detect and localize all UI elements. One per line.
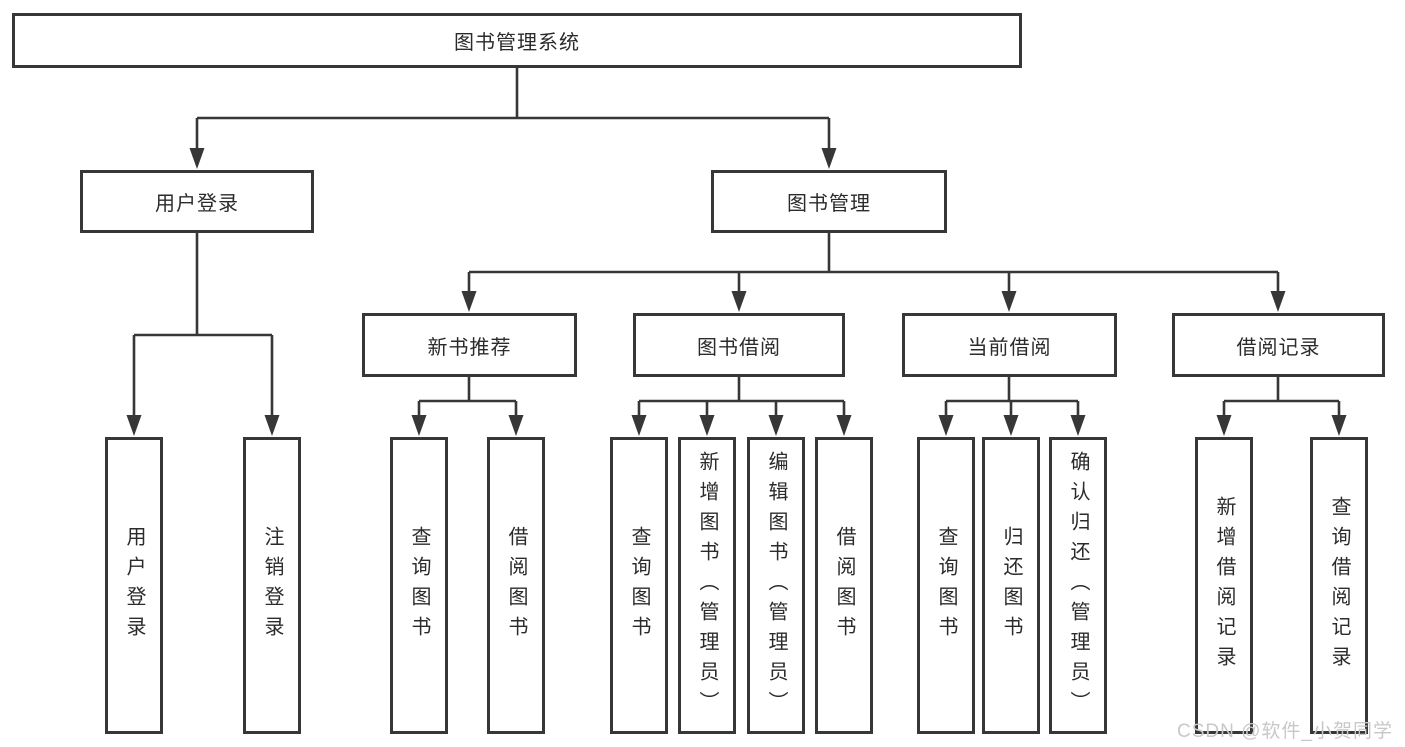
csdn-watermark: CSDN @软件_小贺同学 bbox=[1177, 721, 1393, 742]
connector-book-mgmt-to-level3 bbox=[461, 233, 1286, 312]
leaf-borrowing-add-books-admin-label: 新增图书（管理员） bbox=[696, 450, 718, 721]
leaf-newbook-borrow-books: 借阅图书 bbox=[487, 437, 545, 734]
leaf-records-add-borrow-record-label: 新增借阅记录 bbox=[1213, 495, 1235, 676]
node-book-management: 图书管理 bbox=[711, 170, 947, 233]
leaf-current-query-books: 查询图书 bbox=[917, 437, 975, 734]
leaf-records-query-borrow-record: 查询借阅记录 bbox=[1310, 437, 1368, 734]
leaf-borrowing-borrow-books: 借阅图书 bbox=[815, 437, 873, 734]
connector-current-borrow-to-leaves bbox=[938, 377, 1086, 436]
leaf-borrowing-add-books-admin: 新增图书（管理员） bbox=[678, 437, 736, 734]
leaf-logout-label: 注销登录 bbox=[261, 525, 283, 646]
leaf-borrowing-borrow-books-label: 借阅图书 bbox=[833, 525, 855, 646]
connector-user-login-to-leaves bbox=[126, 233, 280, 436]
leaf-newbook-query-books-label: 查询图书 bbox=[408, 525, 430, 646]
leaf-newbook-borrow-books-label: 借阅图书 bbox=[505, 525, 527, 646]
connector-new-book-to-leaves bbox=[411, 377, 524, 436]
node-book-borrowing-label: 图书借阅 bbox=[697, 336, 781, 359]
leaf-newbook-query-books: 查询图书 bbox=[390, 437, 448, 734]
node-book-management-label: 图书管理 bbox=[787, 193, 871, 215]
node-borrowing-records-label: 借阅记录 bbox=[1236, 336, 1321, 359]
leaf-user-login-label: 用户登录 bbox=[123, 525, 145, 646]
leaf-current-return-books: 归还图书 bbox=[982, 437, 1040, 734]
leaf-borrowing-query-books-label: 查询图书 bbox=[628, 525, 650, 646]
connector-root-to-level2 bbox=[189, 68, 837, 169]
node-root: 图书管理系统 bbox=[12, 13, 1022, 68]
node-user-login: 用户登录 bbox=[80, 170, 314, 233]
node-borrowing-records: 借阅记录 bbox=[1172, 313, 1385, 377]
leaf-logout: 注销登录 bbox=[243, 437, 301, 734]
leaf-current-confirm-return-admin: 确认归还（管理员） bbox=[1049, 437, 1107, 734]
leaf-user-login: 用户登录 bbox=[105, 437, 163, 734]
leaf-current-return-books-label: 归还图书 bbox=[1000, 525, 1022, 646]
leaf-borrowing-edit-books-admin-label: 编辑图书（管理员） bbox=[765, 450, 787, 721]
leaf-records-query-borrow-record-label: 查询借阅记录 bbox=[1328, 495, 1350, 676]
connector-book-borrow-to-leaves bbox=[631, 377, 852, 436]
node-user-login-label: 用户登录 bbox=[155, 193, 239, 215]
node-new-book-recommendation-label: 新书推荐 bbox=[427, 336, 512, 359]
node-current-borrowing: 当前借阅 bbox=[902, 313, 1117, 377]
node-new-book-recommendation: 新书推荐 bbox=[362, 313, 577, 377]
node-book-borrowing: 图书借阅 bbox=[633, 313, 845, 377]
leaf-current-confirm-return-admin-label: 确认归还（管理员） bbox=[1067, 450, 1089, 721]
node-root-label: 图书管理系统 bbox=[454, 32, 580, 54]
leaf-borrowing-query-books: 查询图书 bbox=[610, 437, 668, 734]
node-current-borrowing-label: 当前借阅 bbox=[967, 336, 1052, 359]
leaf-records-add-borrow-record: 新增借阅记录 bbox=[1195, 437, 1253, 734]
leaf-borrowing-edit-books-admin: 编辑图书（管理员） bbox=[747, 437, 805, 734]
connector-borrow-records-to-leaves bbox=[1216, 377, 1347, 436]
leaf-current-query-books-label: 查询图书 bbox=[935, 525, 957, 646]
